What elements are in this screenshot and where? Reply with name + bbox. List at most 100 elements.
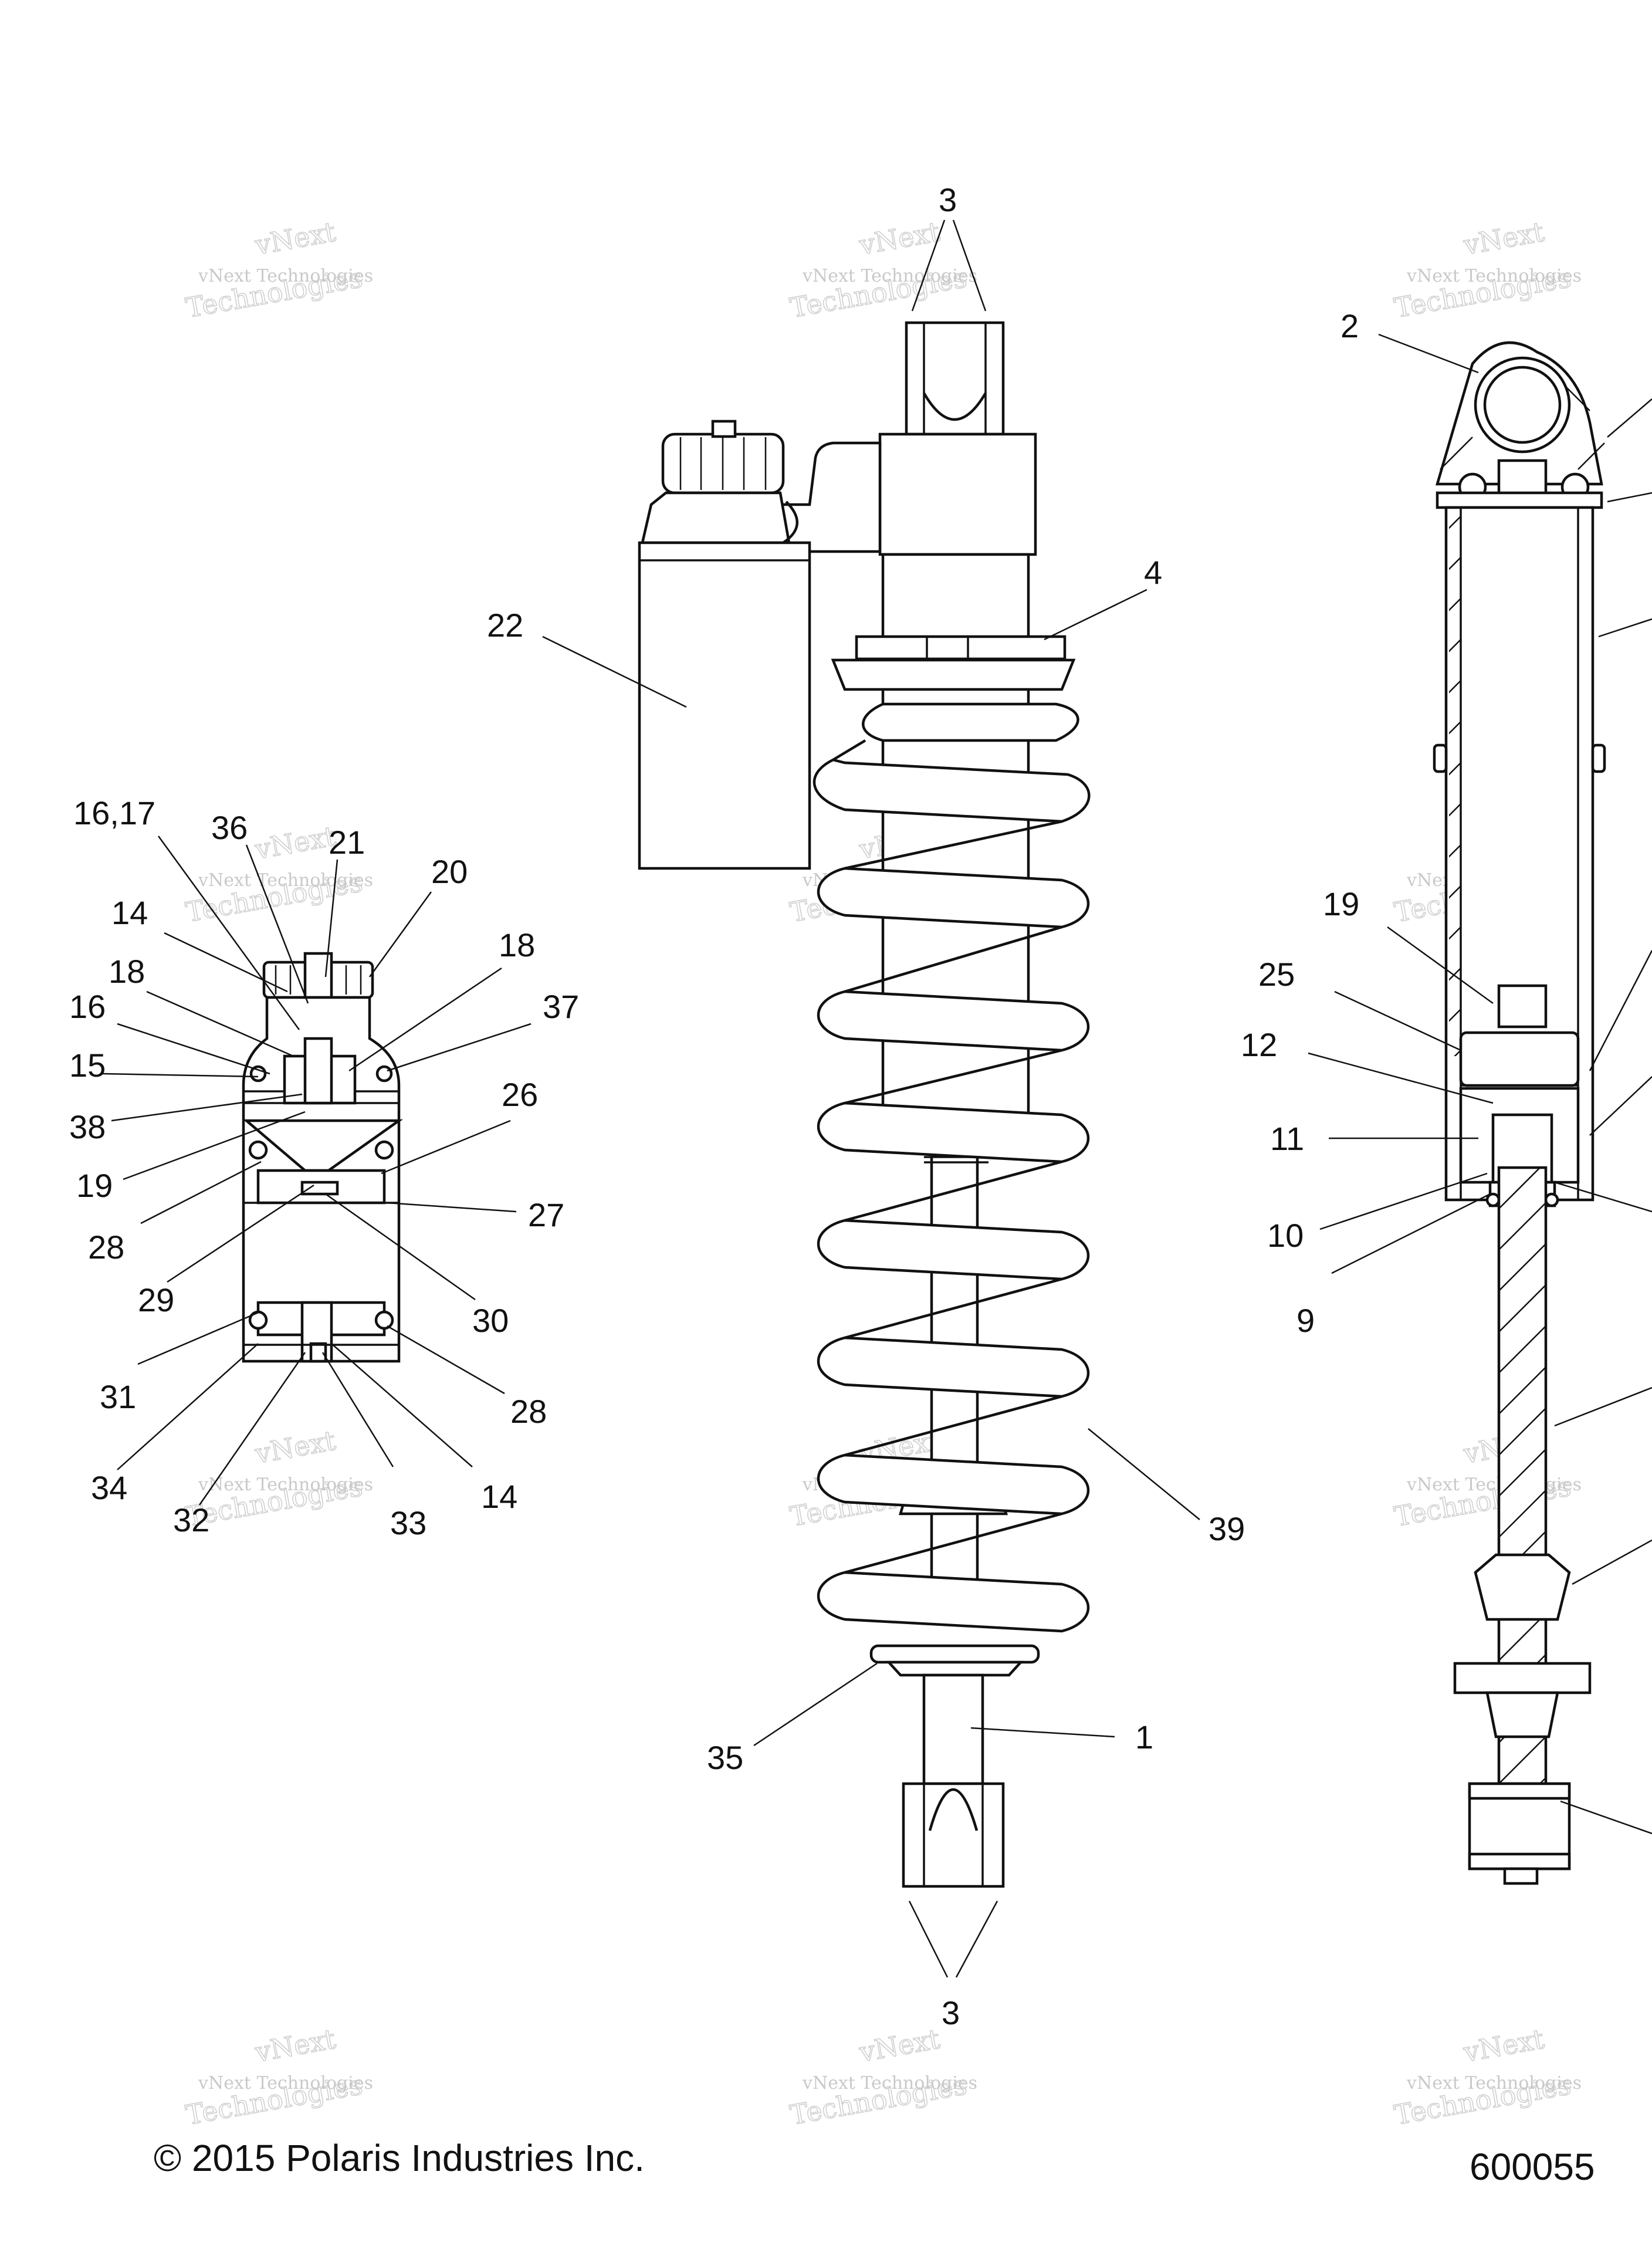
callout-26: 26 xyxy=(502,1076,538,1113)
callout-38: 38 xyxy=(69,1108,106,1145)
watermark-line-1: vNext Technologies xyxy=(1406,266,1582,286)
wall-hatch-line xyxy=(1449,803,1461,817)
watermark-line-3: vNext xyxy=(1461,216,1547,261)
leader-lines xyxy=(102,219,1652,1978)
callout-18-right: 18 xyxy=(499,926,535,963)
watermark-line-3: vNext xyxy=(252,1425,338,1470)
wall-hatch-line xyxy=(1449,1009,1461,1022)
callout-16-17: 16,17 xyxy=(73,794,155,831)
wall-hatch-line xyxy=(1449,680,1461,694)
callout-21: 21 xyxy=(329,824,365,861)
watermark-line-1: vNext Technologies xyxy=(198,1474,373,1495)
callout-labels-right: 2 19 25 12 11 10 9 xyxy=(1241,307,1359,1339)
callout-25: 25 xyxy=(1258,956,1295,993)
watermark-line-3: vNext xyxy=(252,820,338,865)
callout-30: 30 xyxy=(472,1302,509,1339)
callout-19-left: 19 xyxy=(76,1167,113,1204)
right-cutaway-assembly xyxy=(1433,341,1606,1885)
section-hatch-line xyxy=(1499,1284,1546,1332)
watermark-line-1: vNext Technologies xyxy=(802,266,977,286)
wall-hatch-line xyxy=(1449,639,1461,652)
watermark-line-1: vNext Technologies xyxy=(198,266,373,286)
top-mount-block xyxy=(878,432,1037,556)
watermark-line-1: vNext Technologies xyxy=(802,2073,977,2093)
callout-9: 9 xyxy=(1296,1302,1315,1339)
callout-28-right: 28 xyxy=(510,1393,547,1430)
wall-hatch-line xyxy=(1449,926,1461,940)
reservoir-body xyxy=(638,541,811,870)
section-hatch-line xyxy=(1499,1449,1546,1497)
watermark-line-3: vNext xyxy=(252,216,338,261)
wall-hatch-line xyxy=(1449,885,1461,899)
callout-labels-left: 16,17 36 21 20 14 18 18 16 37 15 38 26 1… xyxy=(69,794,579,1541)
callout-2: 2 xyxy=(1340,307,1359,344)
callout-28-left: 28 xyxy=(88,1229,124,1266)
callout-31: 31 xyxy=(100,1378,136,1415)
section-hatch-line xyxy=(1499,1736,1546,1784)
wall-hatch-line xyxy=(1449,762,1461,776)
wall-hatch-line xyxy=(1449,721,1461,735)
section-hatch-line xyxy=(1499,1490,1546,1538)
reservoir-arm xyxy=(778,441,882,553)
callout-1: 1 xyxy=(1135,1719,1153,1756)
callout-32: 32 xyxy=(173,1501,209,1538)
callout-12: 12 xyxy=(1241,1026,1277,1063)
callout-14-top: 14 xyxy=(111,894,148,931)
callout-20: 20 xyxy=(431,853,468,890)
section-hatch-line xyxy=(1499,1613,1546,1661)
wall-hatch-line xyxy=(1454,1050,1461,1056)
callout-10: 10 xyxy=(1267,1217,1304,1254)
center-shock-assembly xyxy=(638,321,1091,1888)
watermark-line-1: vNext Technologies xyxy=(198,870,373,891)
section-hatch-line xyxy=(1499,1243,1546,1291)
watermark-line-1: vNext Technologies xyxy=(198,2073,373,2093)
callout-4: 4 xyxy=(1144,554,1162,591)
section-hatch-line xyxy=(1499,1325,1546,1374)
section-hatch-line xyxy=(1499,1202,1546,1250)
watermark-line-1: vNext Technologies xyxy=(1406,1474,1582,1495)
diagram-number: 600055 xyxy=(1470,2146,1595,2188)
wall-hatch-line xyxy=(1449,598,1461,611)
callout-3-top: 3 xyxy=(939,181,957,218)
watermark-line-3: vNext xyxy=(1461,2023,1547,2068)
left-reservoir-assembly xyxy=(242,952,404,1363)
wall-hatch-line xyxy=(1449,516,1461,529)
callout-37: 37 xyxy=(543,988,579,1025)
watermark-line-1: vNext Technologies xyxy=(1406,2073,1582,2093)
callout-14-bottom: 14 xyxy=(481,1478,517,1515)
callout-18-left: 18 xyxy=(109,953,145,990)
callout-27: 27 xyxy=(528,1196,564,1233)
watermark-line-3: vNext xyxy=(857,216,943,261)
callout-19-right: 19 xyxy=(1323,885,1359,922)
section-hatch-line xyxy=(1499,1367,1546,1415)
callout-16: 16 xyxy=(69,988,106,1025)
callout-39: 39 xyxy=(1208,1510,1245,1547)
callout-22: 22 xyxy=(487,607,523,644)
callout-11: 11 xyxy=(1270,1120,1304,1157)
bottom-eyelet-center xyxy=(902,1782,1005,1888)
watermark-line-3: vNext xyxy=(857,2023,943,2068)
wall-hatch-line xyxy=(1449,844,1461,858)
top-eyelet-center xyxy=(905,321,1005,436)
callout-34: 34 xyxy=(91,1469,127,1506)
callout-36: 36 xyxy=(211,809,248,846)
copyright-text: © 2015 Polaris Industries Inc. xyxy=(154,2137,645,2179)
callout-33: 33 xyxy=(390,1504,426,1541)
callout-labels-center: 3 22 4 39 35 1 3 xyxy=(487,181,1245,2031)
coil-spring xyxy=(813,702,1091,1633)
lower-spring-seat xyxy=(869,1644,1040,1664)
callout-3-bottom: 3 xyxy=(942,1994,960,2031)
callout-15: 15 xyxy=(69,1047,106,1084)
wall-hatch-line xyxy=(1449,557,1461,570)
section-hatch-line xyxy=(1499,1408,1546,1456)
